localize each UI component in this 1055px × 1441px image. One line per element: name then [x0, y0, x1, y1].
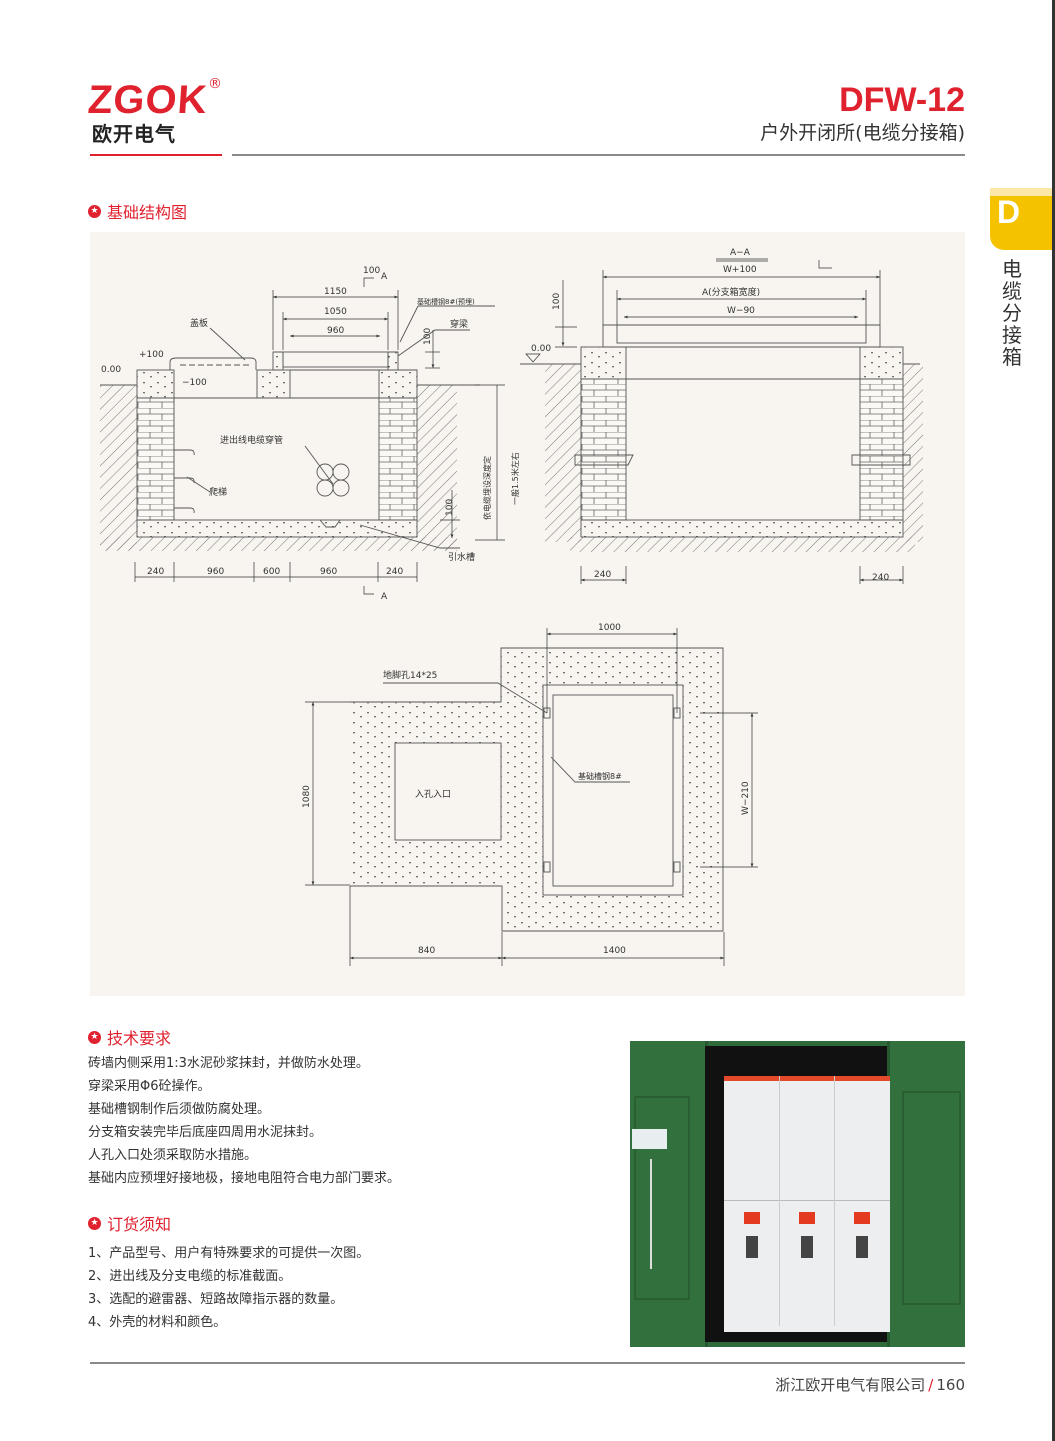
dim-label: 1400	[603, 946, 626, 956]
drawing-svg: 100 A 1150 1050 960 盖板 +100 0.00 −100 基础…	[100, 248, 923, 966]
section-heading-order: ★ 订货须知	[88, 1211, 171, 1235]
label: 一般1.5米左右	[510, 452, 520, 505]
label: 基础槽钢8#(预埋)	[417, 297, 475, 306]
chapter-label: 电缆分接箱	[1002, 257, 1022, 369]
section-heading-foundation: ★ 基础结构图	[88, 199, 187, 223]
section-view	[100, 277, 505, 595]
tech-requirements-list: 砖墙内侧采用1:3水泥砂浆抹封，并做防水处理。 穿梁采用Φ6砼操作。 基础槽钢制…	[88, 1052, 400, 1190]
plan-labels: 1000 地脚孔14*25 基础槽钢8# 入孔入口 1080 W−210 840…	[302, 623, 751, 956]
dim-label: 840	[418, 946, 435, 956]
list-item: 基础槽钢制作后须做防腐处理。	[88, 1102, 271, 1117]
label: −100	[182, 378, 207, 388]
list-item: 基础内应预埋好接地极，接地电阻符合电力部门要求。	[88, 1171, 401, 1186]
logo-chinese: 欧开电气	[92, 122, 176, 146]
star-bullet-icon: ★	[88, 1030, 101, 1044]
label: 0.00	[531, 344, 551, 354]
dim-label: 1050	[324, 307, 347, 317]
label: 穿梁	[450, 318, 468, 330]
label: 引水槽	[448, 551, 475, 563]
registered-mark: ®	[208, 76, 222, 92]
product-photo	[630, 1041, 965, 1347]
page-footer: 浙江欧开电气有限公司/160	[775, 1374, 965, 1395]
chapter-letter: D	[997, 194, 1021, 230]
section-title: 技术要求	[107, 1029, 172, 1048]
label: 盖板	[190, 317, 208, 329]
header-divider	[232, 154, 965, 156]
label: A	[381, 592, 388, 602]
dim-label: 960	[327, 326, 344, 336]
label: A	[381, 272, 388, 282]
dim-label: 100	[552, 293, 562, 310]
dim-label: W+100	[723, 265, 757, 275]
dim-label: 100	[445, 499, 455, 516]
logo-underline	[90, 154, 222, 156]
footer-divider	[90, 1362, 965, 1364]
page-number: 160	[936, 1376, 965, 1394]
plan-view	[305, 628, 758, 966]
section-title: 基础结构图	[107, 203, 188, 222]
label: 入孔入口	[415, 789, 451, 800]
dim-label: W−210	[741, 781, 751, 815]
dim-label: 240	[386, 567, 403, 577]
right-door	[887, 1041, 965, 1347]
foundation-drawing: 100 A 1150 1050 960 盖板 +100 0.00 −100 基础…	[90, 232, 965, 996]
dim-label: 240	[147, 567, 164, 577]
list-item: 分支箱安装完毕后底座四周用水泥抹封。	[88, 1125, 323, 1140]
list-item: 1、产品型号、用户有特殊要求的可提供一次图。	[88, 1246, 370, 1261]
aa-labels: A−A W+100 A(分支箱宽度) W−90 100 0.00 240 240	[531, 248, 889, 583]
dim-label: 240	[594, 570, 611, 580]
label: 爬梯	[209, 486, 227, 498]
dim-label: 240	[872, 573, 889, 583]
list-item: 穿梁采用Φ6砼操作。	[88, 1079, 211, 1094]
label: 进出线电缆穿管	[220, 434, 283, 446]
star-bullet-icon: ★	[88, 204, 101, 218]
product-model: DFW-12	[839, 81, 965, 119]
label: A−A	[730, 248, 751, 258]
page-edge	[1052, 0, 1055, 1441]
dim-label: 960	[320, 567, 337, 577]
left-door	[630, 1041, 708, 1347]
logo-text: ZGOK	[86, 78, 210, 122]
list-item: 砖墙内侧采用1:3水泥砂浆抹封，并做防水处理。	[88, 1056, 369, 1071]
label: 基础槽钢8#	[578, 771, 622, 781]
star-bullet-icon: ★	[88, 1216, 101, 1230]
section-labels: 100 A 1150 1050 960 盖板 +100 0.00 −100 基础…	[101, 266, 520, 602]
dim-label: W−90	[727, 306, 755, 316]
company-name: 浙江欧开电气有限公司	[775, 1376, 926, 1394]
section-title: 订货须知	[107, 1215, 172, 1234]
list-item: 人孔入口处须采取防水措施。	[88, 1148, 258, 1163]
label: 地脚孔14*25	[383, 669, 437, 681]
switchgear-panel	[724, 1076, 890, 1332]
label: +100	[139, 350, 164, 360]
dim-label: 100	[423, 328, 433, 345]
label: 0.00	[101, 365, 121, 375]
section-heading-tech: ★ 技术要求	[88, 1025, 171, 1049]
dim-label: 960	[207, 567, 224, 577]
separator: /	[928, 1376, 934, 1394]
dim-label: 1000	[598, 623, 621, 633]
list-item: 4、外壳的材料和颜色。	[88, 1315, 227, 1330]
list-item: 2、进出线及分支电缆的标准截面。	[88, 1269, 292, 1284]
dim-label: 1080	[302, 785, 312, 808]
order-notes-list: 1、产品型号、用户有特殊要求的可提供一次图。 2、进出线及分支电缆的标准截面。 …	[88, 1242, 369, 1334]
aa-section-view	[520, 258, 923, 584]
chapter-tab	[990, 188, 1052, 250]
label: 100	[363, 266, 380, 276]
dim-label: A(分支箱宽度)	[702, 286, 760, 298]
label: 依电缆埋设深度定	[482, 456, 492, 520]
list-item: 3、选配的避雷器、短路故障指示器的数量。	[88, 1292, 344, 1307]
dim-label: 1150	[324, 287, 347, 297]
dim-label: 600	[263, 567, 280, 577]
product-subtitle: 户外开闭所(电缆分接箱)	[760, 122, 965, 144]
